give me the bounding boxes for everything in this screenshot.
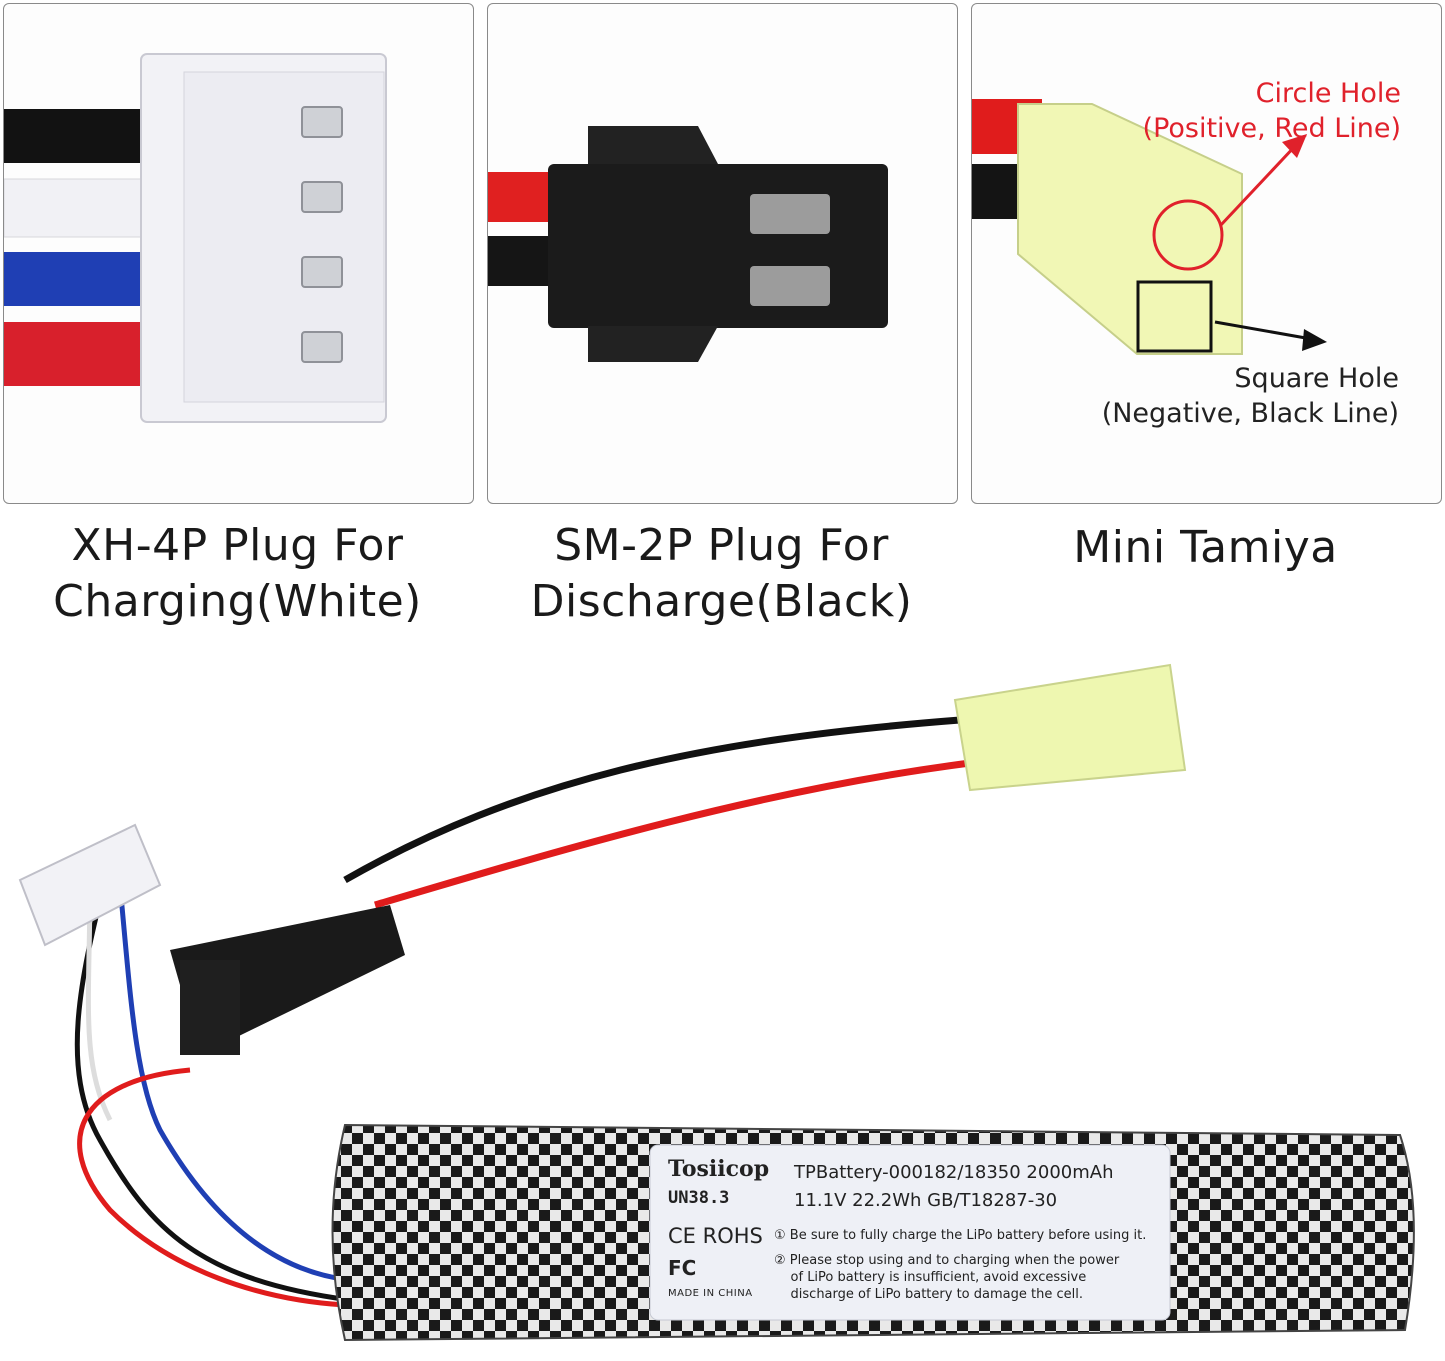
caption-line: Discharge(Black): [530, 576, 913, 627]
caption-line: XH-4P Plug For: [71, 520, 404, 571]
warning-1: ① Be sure to fully charge the LiPo batte…: [774, 1228, 1147, 1243]
xh-4p-plug-icon: [4, 53, 387, 423]
warning-2: ② Please stop using and to charging when…: [774, 1253, 1120, 1302]
square-hole-annotation: Square Hole (Negative, Black Line): [1102, 361, 1399, 431]
brand-logo: Tosiicop: [668, 1156, 770, 1182]
mini-tamiya-plug-icon: [972, 99, 1327, 355]
circle-hole-marker: [1152, 199, 1224, 271]
un-mark: UN38.3: [668, 1188, 730, 1208]
xh-4p-plug-panel: [3, 3, 474, 504]
caption-xh-4p: XH-4P Plug For Charging(White): [3, 518, 472, 630]
sm-2p-plug-panel: [487, 3, 958, 504]
square-hole-title: Square Hole: [1234, 363, 1399, 394]
caption-line: SM-2P Plug For: [554, 520, 889, 571]
mini-tamiya-panel: Circle Hole (Positive, Red Line) Square …: [971, 3, 1442, 504]
sm-2p-plug-icon: [488, 126, 888, 362]
circle-hole-detail: (Positive, Red Line): [1142, 113, 1401, 144]
made-in: MADE IN CHINA: [668, 1288, 753, 1299]
square-hole-marker: [1136, 280, 1213, 353]
battery-model: TPBattery-000182/18350 2000mAh: [794, 1162, 1114, 1183]
cert-marks: CE ROHS: [668, 1224, 763, 1248]
lipo-battery-icon: [18, 663, 1415, 1342]
caption-line: Mini Tamiya: [1073, 522, 1338, 573]
circle-hole-annotation: Circle Hole (Positive, Red Line): [1143, 76, 1401, 146]
caption-line: Charging(White): [53, 576, 422, 627]
square-hole-detail: (Negative, Black Line): [1101, 398, 1399, 429]
circle-hole-title: Circle Hole: [1255, 78, 1401, 109]
battery-label: Tosiicop TPBattery-000182/18350 2000mAh …: [662, 1138, 1172, 1316]
caption-mini-tamiya: Mini Tamiya: [971, 520, 1440, 576]
battery-spec: 11.1V 22.2Wh GB/T18287-30: [794, 1190, 1058, 1211]
caption-sm-2p: SM-2P Plug For Discharge(Black): [487, 518, 956, 630]
fc-mark: FC: [668, 1256, 697, 1280]
